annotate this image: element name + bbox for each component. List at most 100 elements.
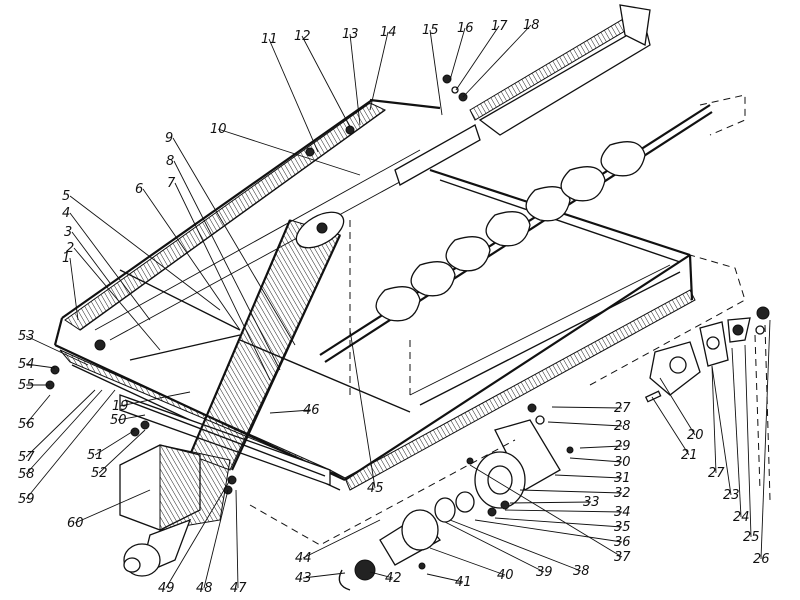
callout-20: 20 <box>687 428 704 443</box>
leader-line-8 <box>173 160 281 371</box>
callout-55: 55 <box>18 378 35 393</box>
leader-line-26 <box>760 319 771 560</box>
leader-line-10 <box>217 128 361 176</box>
callout-58: 58 <box>18 467 35 482</box>
leader-line-52 <box>98 429 146 474</box>
leader-line-13 <box>349 33 361 126</box>
callout-2: 2 <box>66 241 74 256</box>
callout-1: 1 <box>62 251 70 266</box>
callout-52: 52 <box>91 466 108 481</box>
feeder-tube <box>188 211 345 471</box>
leader-line-36 <box>474 519 623 543</box>
leader-line-29 <box>579 445 623 449</box>
right-bearing-parts <box>644 306 770 403</box>
callout-5: 5 <box>62 189 70 204</box>
leader-lines <box>25 24 771 589</box>
leader-line-39 <box>444 521 545 573</box>
leader-line-42 <box>369 571 394 579</box>
leader-line-44 <box>302 519 381 559</box>
callout-27b: 27 <box>708 466 725 481</box>
callout-40: 40 <box>497 568 514 583</box>
callout-39: 39 <box>536 565 553 580</box>
leader-line-45 <box>349 329 376 489</box>
callout-26: 26 <box>753 552 770 567</box>
callout-38: 38 <box>573 564 590 579</box>
leader-line-5 <box>69 195 221 311</box>
leader-line-15 <box>429 29 443 116</box>
callout-51: 51 <box>87 448 104 463</box>
leader-line-51 <box>94 429 136 456</box>
leader-line-34 <box>504 509 623 513</box>
callout-48: 48 <box>196 581 213 596</box>
callout-25: 25 <box>743 530 760 545</box>
callout-6: 6 <box>135 182 143 197</box>
callout-54: 54 <box>18 357 35 372</box>
leader-line-2 <box>73 247 161 351</box>
leader-line-50 <box>117 414 146 421</box>
auger <box>319 104 713 363</box>
leader-line-28 <box>547 421 623 427</box>
leader-line-32 <box>519 489 623 494</box>
leader-line-49 <box>165 479 231 589</box>
leader-line-25 <box>744 344 752 538</box>
leader-line-19 <box>119 391 191 407</box>
leader-line-48 <box>203 489 229 589</box>
callout-29: 29 <box>614 439 631 454</box>
callout-3: 3 <box>64 225 72 240</box>
leader-line-59 <box>25 389 116 500</box>
leader-line-14 <box>369 31 389 111</box>
leader-line-35 <box>494 517 623 528</box>
callout-33: 33 <box>583 495 600 510</box>
callout-12: 12 <box>294 29 311 44</box>
callout-35: 35 <box>614 520 631 535</box>
callout-53: 53 <box>18 329 35 344</box>
leader-line-43 <box>302 572 346 579</box>
leader-line-18 <box>462 24 532 98</box>
leader-line-12 <box>301 35 351 128</box>
callout-56: 56 <box>18 417 35 432</box>
callout-18: 18 <box>523 18 540 33</box>
callout-23: 23 <box>723 488 740 503</box>
callout-43: 43 <box>295 571 312 586</box>
callout-37: 37 <box>614 550 631 565</box>
leader-line-6 <box>142 188 241 331</box>
callout-7: 7 <box>167 176 176 191</box>
leader-line-9 <box>172 137 296 346</box>
callout-21: 21 <box>681 448 698 463</box>
callout-30: 30 <box>614 455 631 470</box>
leader-line-24 <box>731 347 742 518</box>
callout-49: 49 <box>158 581 175 596</box>
callout-36: 36 <box>614 535 631 550</box>
callout-8: 8 <box>166 154 174 169</box>
leader-line-21 <box>651 396 690 456</box>
callout-42: 42 <box>385 571 402 586</box>
callout-24: 24 <box>733 510 750 525</box>
callout-27a: 27 <box>614 401 631 416</box>
callout-14: 14 <box>380 25 397 40</box>
header-frame <box>53 98 696 491</box>
leader-line-46 <box>269 409 312 414</box>
leader-line-23 <box>711 365 732 496</box>
callout-16: 16 <box>457 21 474 36</box>
callout-34: 34 <box>614 505 631 520</box>
callout-28: 28 <box>614 419 631 434</box>
callout-47: 47 <box>230 581 247 596</box>
top-guard <box>394 4 651 186</box>
callout-4: 4 <box>62 206 70 221</box>
gearbox <box>119 444 231 577</box>
callout-17: 17 <box>491 19 508 34</box>
leader-line-56 <box>25 394 51 425</box>
callout-41: 41 <box>455 575 472 590</box>
leader-line-27a <box>551 406 623 409</box>
callout-15: 15 <box>422 23 439 38</box>
leader-line-37 <box>469 464 623 558</box>
callout-45: 45 <box>367 481 384 496</box>
leader-line-4 <box>69 212 151 321</box>
leader-line-20 <box>659 377 696 436</box>
leader-line-27b <box>711 365 717 474</box>
leader-line-53 <box>25 335 89 366</box>
leader-line-11 <box>268 38 319 153</box>
callout-32: 32 <box>614 486 631 501</box>
leader-line-58 <box>25 389 103 475</box>
